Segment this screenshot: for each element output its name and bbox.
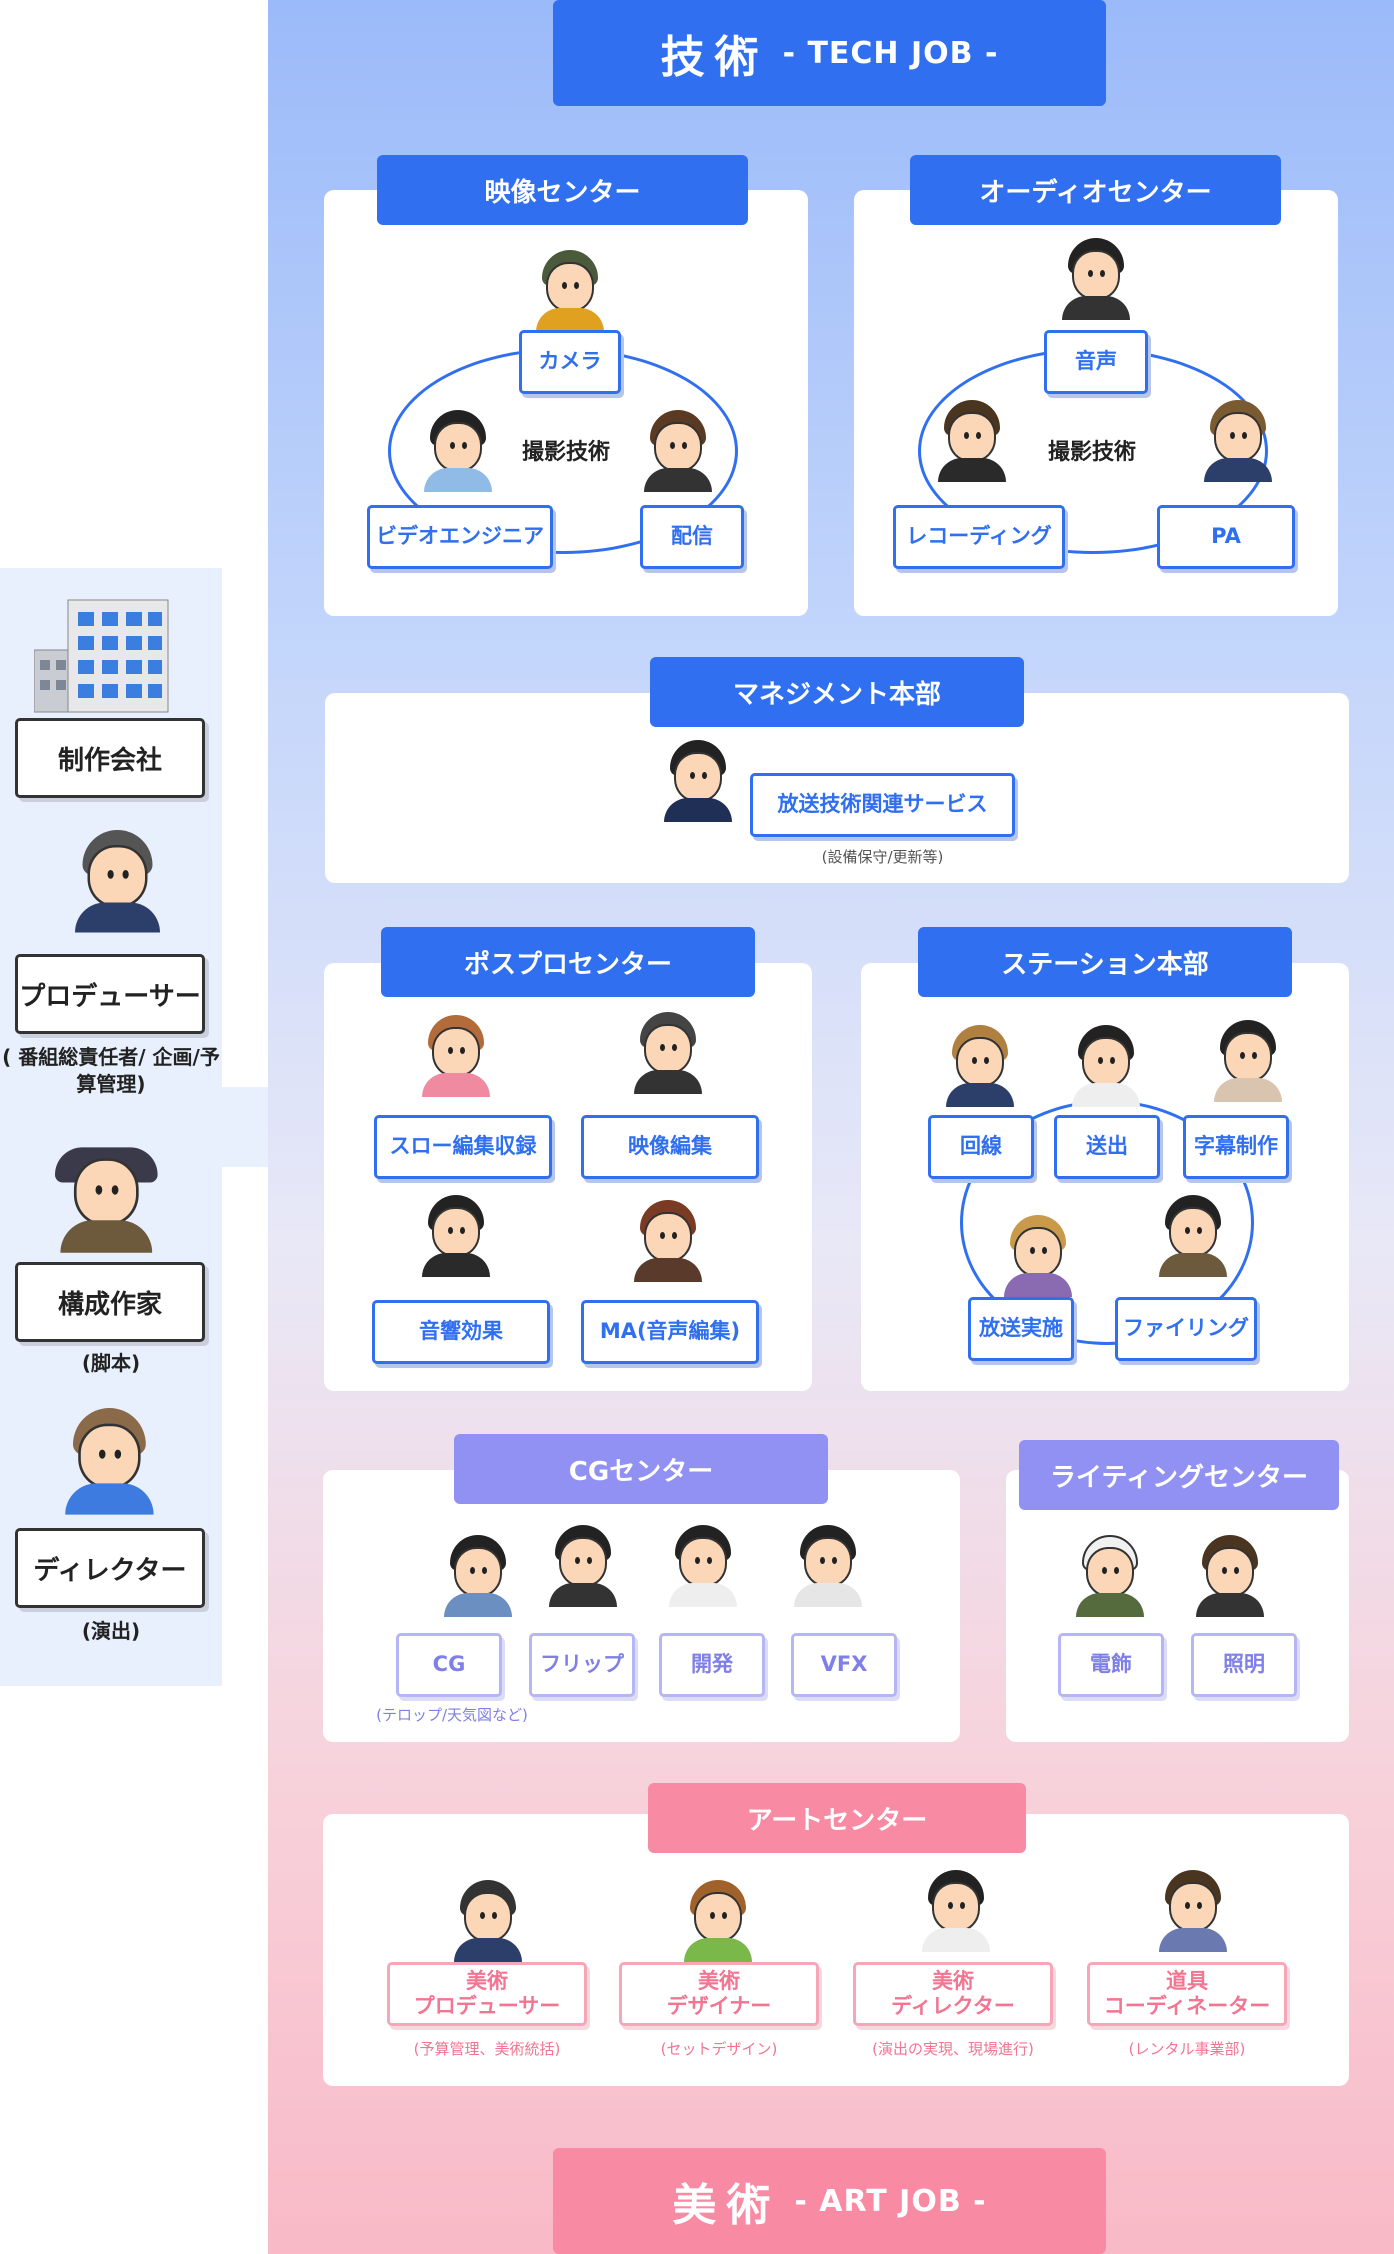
postpro-center-title: ポスプロセンター <box>381 927 755 997</box>
prop-coordinator-note: (レンタル事業部) <box>1128 2040 1246 2058</box>
role-pa: PA <box>1157 505 1295 569</box>
role-art-director-line2: ディレクター <box>891 1994 1015 2018</box>
role-vfx: VFX <box>791 1633 897 1697</box>
role-cg: CG <box>396 1633 502 1697</box>
producer-box: プロデューサー <box>15 954 205 1034</box>
role-art-producer: 美術 プロデューサー <box>387 1962 587 2026</box>
lighting-icon <box>1192 1535 1268 1617</box>
video-center-label: 撮影技術 <box>522 440 611 465</box>
role-prop-coordinator-line1: 道具 <box>1166 1968 1208 1993</box>
role-art-designer: 美術 デザイナー <box>619 1962 819 2026</box>
sound-engineer-icon <box>1058 238 1134 320</box>
role-art-producer-line2: プロデューサー <box>413 1994 561 2018</box>
vfx-icon <box>790 1525 866 1607</box>
subtitle-icon <box>1210 1020 1286 1102</box>
art-director-icon <box>918 1870 994 1952</box>
cg-center-note: (テロップ/天気図など) <box>376 1706 528 1724</box>
filing-icon <box>1155 1195 1231 1277</box>
prop-coordinator-icon <box>1155 1870 1231 1952</box>
art-banner-title: 美術 <box>672 2180 781 2231</box>
role-transmission: 送出 <box>1054 1115 1160 1179</box>
writer-avatar-icon <box>55 1142 158 1253</box>
tech-banner-subtitle: - TECH JOB - <box>782 35 999 71</box>
role-illumination: 電飾 <box>1058 1633 1164 1697</box>
role-video-engineer: ビデオエンジニア <box>367 505 553 569</box>
role-prop-coordinator-line2: コーディネーター <box>1103 1994 1271 2018</box>
sidebar-connector <box>222 1087 268 1167</box>
transmission-icon <box>1068 1025 1144 1107</box>
cg-center-title: CGセンター <box>454 1434 828 1504</box>
role-art-director: 美術 ディレクター <box>853 1962 1053 2026</box>
lighting-center-card <box>1006 1470 1349 1742</box>
camera-operator-icon <box>532 250 608 332</box>
art-designer-icon <box>680 1880 756 1962</box>
role-development: 開発 <box>659 1633 765 1697</box>
role-recording: レコーディング <box>893 505 1065 569</box>
art-banner-subtitle: - ART JOB - <box>794 2183 987 2219</box>
writer-box: 構成作家 <box>15 1262 205 1342</box>
role-flip: フリップ <box>529 1633 635 1697</box>
role-sound: 音声 <box>1044 330 1148 394</box>
role-art-designer-line1: 美術 <box>698 1968 740 1993</box>
tech-banner-title: 技術 <box>660 32 769 83</box>
line-icon <box>942 1025 1018 1107</box>
director-note: (演出) <box>81 1619 141 1643</box>
illumination-icon <box>1072 1535 1148 1617</box>
pa-icon <box>1200 400 1276 482</box>
ma-icon <box>630 1200 706 1282</box>
building-icon <box>34 599 169 713</box>
art-center-title: アートセンター <box>648 1783 1026 1853</box>
role-ma: MA(音声編集) <box>581 1300 759 1364</box>
director-box: ディレクター <box>15 1528 205 1608</box>
art-job-banner: 美術 - ART JOB - <box>553 2148 1106 2254</box>
role-slow-edit: スロー編集収録 <box>374 1115 552 1179</box>
writer-note: (脚本) <box>81 1351 141 1375</box>
recording-icon <box>934 400 1010 482</box>
audio-center-label: 撮影技術 <box>1048 440 1137 465</box>
producer-avatar-icon <box>70 830 165 933</box>
role-broadcast: 放送実施 <box>968 1297 1074 1361</box>
role-streaming: 配信 <box>640 505 744 569</box>
role-subtitle: 字幕制作 <box>1183 1115 1289 1179</box>
role-art-director-line1: 美術 <box>932 1968 974 1993</box>
video-center-title: 映像センター <box>377 155 748 225</box>
role-filing: ファイリング <box>1115 1297 1257 1361</box>
director-avatar-icon <box>60 1408 159 1515</box>
sound-effect-icon <box>418 1195 494 1277</box>
cg-icon <box>440 1535 516 1617</box>
management-note: (設備保守/更新等) <box>821 848 944 866</box>
art-director-note: (演出の実現、現場進行) <box>872 2040 1034 2058</box>
lighting-center-title: ライティングセンター <box>1019 1440 1339 1510</box>
producer-note: ( 番組総責任者/ 企画/予算管理) <box>2 1045 220 1096</box>
audio-center-title: オーディオセンター <box>910 155 1281 225</box>
station-title: ステーション本部 <box>918 927 1292 997</box>
company-box: 制作会社 <box>15 718 205 798</box>
role-line: 回線 <box>928 1115 1034 1179</box>
role-camera: カメラ <box>519 330 621 394</box>
development-icon <box>665 1525 741 1607</box>
video-engineer-icon <box>420 410 496 492</box>
role-art-producer-line1: 美術 <box>466 1968 508 1993</box>
art-producer-icon <box>450 1880 526 1962</box>
role-video-edit: 映像編集 <box>581 1115 759 1179</box>
role-lighting: 照明 <box>1191 1633 1297 1697</box>
flip-icon <box>545 1525 621 1607</box>
management-title: マネジメント本部 <box>650 657 1024 727</box>
slow-edit-icon <box>418 1015 494 1097</box>
video-edit-icon <box>630 1012 706 1094</box>
role-prop-coordinator: 道具 コーディネーター <box>1087 1962 1287 2026</box>
broadcast-icon <box>1000 1215 1076 1297</box>
role-art-designer-line2: デザイナー <box>666 1994 772 2018</box>
art-designer-note: (セットデザイン) <box>660 2040 778 2058</box>
management-staff-icon <box>660 740 736 822</box>
tech-job-banner: 技術 - TECH JOB - <box>553 0 1106 106</box>
role-sound-effect: 音響効果 <box>372 1300 550 1364</box>
role-broadcast-service: 放送技術関連サービス <box>750 773 1015 837</box>
art-producer-note: (予算管理、美術統括) <box>413 2040 561 2058</box>
streaming-icon <box>640 410 716 492</box>
